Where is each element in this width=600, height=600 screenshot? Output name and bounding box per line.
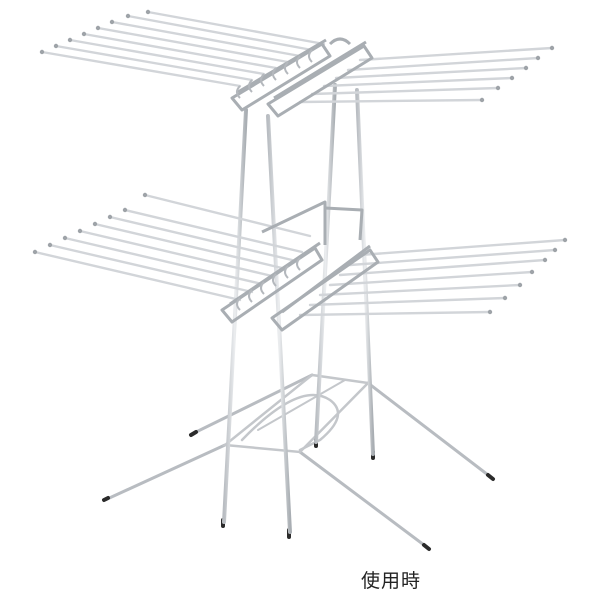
leg-tips xyxy=(102,430,495,551)
caption: 使用時 xyxy=(361,570,422,592)
upper-tier xyxy=(39,9,555,118)
rack-legs xyxy=(222,83,375,534)
drying-rack-icon xyxy=(32,9,568,551)
lower-tier xyxy=(32,192,568,332)
rack-base xyxy=(103,373,494,550)
